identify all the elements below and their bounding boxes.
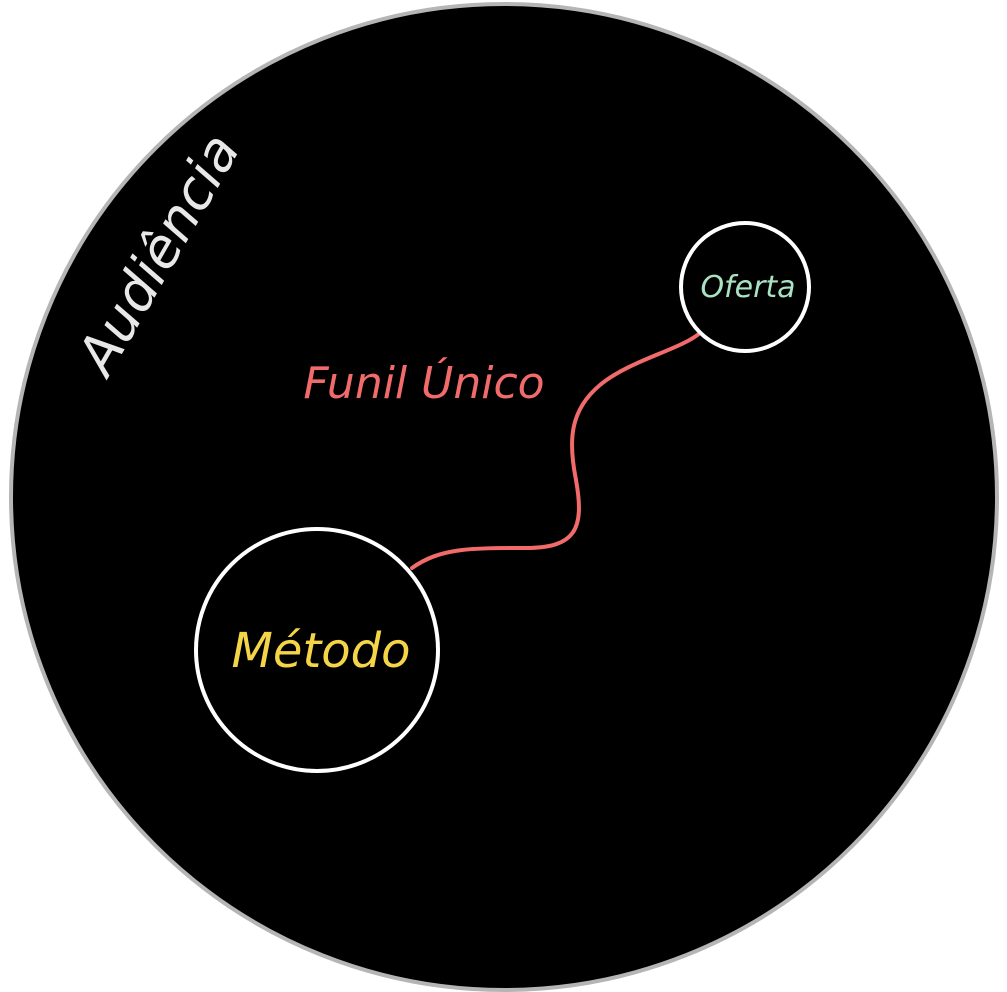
audience-circle — [9, 2, 999, 992]
offer-label: Oferta — [700, 270, 795, 305]
funnel-path — [410, 331, 702, 570]
funnel-label: Funil Único — [303, 356, 544, 409]
method-label: Método — [232, 623, 411, 679]
method-circle — [194, 527, 440, 773]
offer-circle — [679, 221, 811, 353]
